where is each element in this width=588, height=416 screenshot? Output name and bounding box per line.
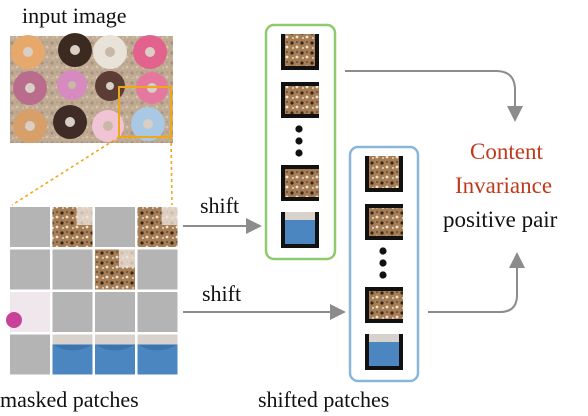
shifted-patch xyxy=(281,212,319,248)
shift-label-bottom: shift xyxy=(202,281,242,306)
ellipsis-dot xyxy=(295,125,303,133)
donut-3 xyxy=(93,35,127,69)
positive-pair-label: positive pair xyxy=(443,207,558,232)
donut-12 xyxy=(131,107,165,141)
donut-1 xyxy=(11,35,45,69)
patch-mask xyxy=(10,334,50,375)
patch-pink xyxy=(6,292,50,332)
ellipsis-dot xyxy=(379,259,387,267)
patch-mask xyxy=(52,249,93,290)
donut-10 xyxy=(53,105,87,139)
patch-blue xyxy=(137,334,178,375)
patch-mask xyxy=(10,207,50,247)
patch-mask xyxy=(95,207,135,247)
blue-patch-tiles xyxy=(365,156,403,370)
patch-donut xyxy=(95,249,135,290)
ellipsis-dot xyxy=(379,247,387,255)
shifted-patches-label: shifted patches xyxy=(258,387,390,412)
masked-patches-grid xyxy=(6,207,178,375)
green-to-content-arrow xyxy=(345,70,523,122)
invariance-label: Invariance xyxy=(455,173,553,198)
shift-label-top: shift xyxy=(200,193,240,218)
donut-9 xyxy=(13,109,47,143)
patch-mask xyxy=(52,292,93,332)
ellipsis-dot xyxy=(295,137,303,145)
ellipsis-dot xyxy=(379,271,387,279)
patch-mask xyxy=(137,249,178,290)
patch-blue xyxy=(95,334,135,375)
shifted-patch xyxy=(281,82,319,118)
zoom-line-right xyxy=(170,136,173,206)
content-label: Content xyxy=(470,139,543,164)
shifted-patch xyxy=(365,287,403,323)
shifted-patch xyxy=(281,34,319,70)
shifted-patch xyxy=(365,204,403,240)
donut-11 xyxy=(92,110,124,142)
donut-4 xyxy=(133,35,167,69)
donut-6 xyxy=(57,70,87,100)
patch-donut xyxy=(137,207,178,247)
patch-mask xyxy=(95,292,135,332)
shifted-patch xyxy=(365,334,403,370)
input-image-label: input image xyxy=(22,3,127,28)
donut-7 xyxy=(95,71,125,101)
input-image xyxy=(10,33,173,143)
donut-5 xyxy=(13,71,47,105)
patch-blue xyxy=(52,334,93,375)
blue-to-content-arrow xyxy=(428,252,525,313)
ellipsis-dot xyxy=(295,149,303,157)
green-patch-tiles xyxy=(281,34,319,248)
shifted-patch xyxy=(365,156,403,192)
crop-highlight-box xyxy=(118,86,172,138)
patch-mask xyxy=(137,292,178,332)
patch-donut xyxy=(52,207,93,247)
shifted-patch xyxy=(281,165,319,201)
zoom-line-left xyxy=(11,136,120,206)
patch-mask xyxy=(10,249,50,290)
donut-2 xyxy=(58,33,92,67)
masked-patches-label: masked patches xyxy=(0,387,139,412)
